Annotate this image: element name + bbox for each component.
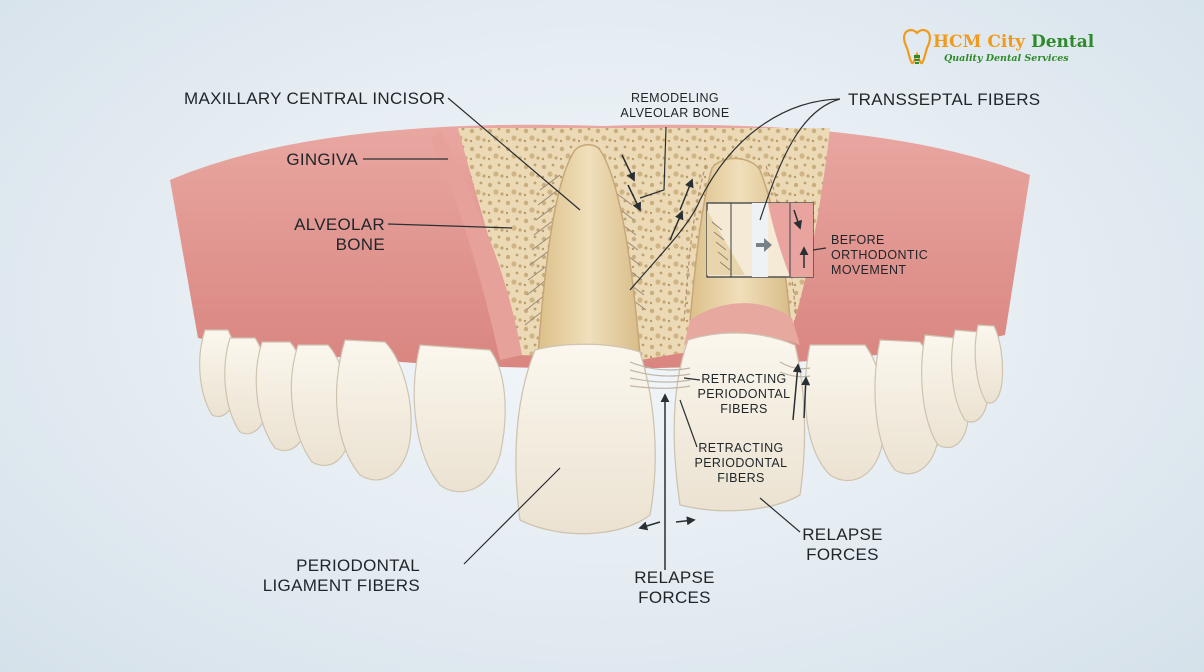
brand-name: HCM City Dental [933, 32, 1094, 52]
label-relapse-forces-right: RELAPSE FORCES [790, 525, 895, 566]
label-periodontal-ligament-fibers: PERIODONTAL LIGAMENT FIBERS [240, 556, 420, 597]
right-teeth [805, 325, 1002, 481]
arrow-horizontal-left [640, 522, 660, 528]
label-alveolar-bone: ALVEOLAR BONE [270, 215, 385, 256]
label-transseptal-fibers: TRANSSEPTAL FIBERS [848, 90, 1040, 110]
brand-tagline: Quality Dental Services [944, 53, 1069, 64]
label-remodeling-alveolar-bone: REMODELING ALVEOLAR BONE [610, 91, 740, 121]
arrow-horizontal-right [676, 520, 694, 522]
label-before-orthodontic-movement: BEFORE ORTHODONTIC MOVEMENT [831, 233, 928, 278]
label-relapse-forces-bottom: RELAPSE FORCES [622, 568, 727, 609]
central-incisor-crown [516, 344, 655, 534]
brand-name-part1: HCM City [933, 32, 1025, 52]
label-retracting-periodontal-fibers-lower: RETRACTING PERIODONTAL FIBERS [686, 441, 796, 486]
tooth-logo-icon [902, 28, 932, 66]
label-gingiva: GINGIVA [270, 150, 358, 170]
brand-name-part2: Dental [1031, 32, 1094, 52]
before-movement-inset [707, 203, 813, 277]
brand-logo: HCM City Dental Quality Dental Services [902, 28, 932, 71]
left-teeth [200, 330, 506, 492]
label-retracting-periodontal-fibers-upper: RETRACTING PERIODONTAL FIBERS [690, 372, 798, 417]
label-maxillary-central-incisor: MAXILLARY CENTRAL INCISOR [184, 89, 445, 109]
